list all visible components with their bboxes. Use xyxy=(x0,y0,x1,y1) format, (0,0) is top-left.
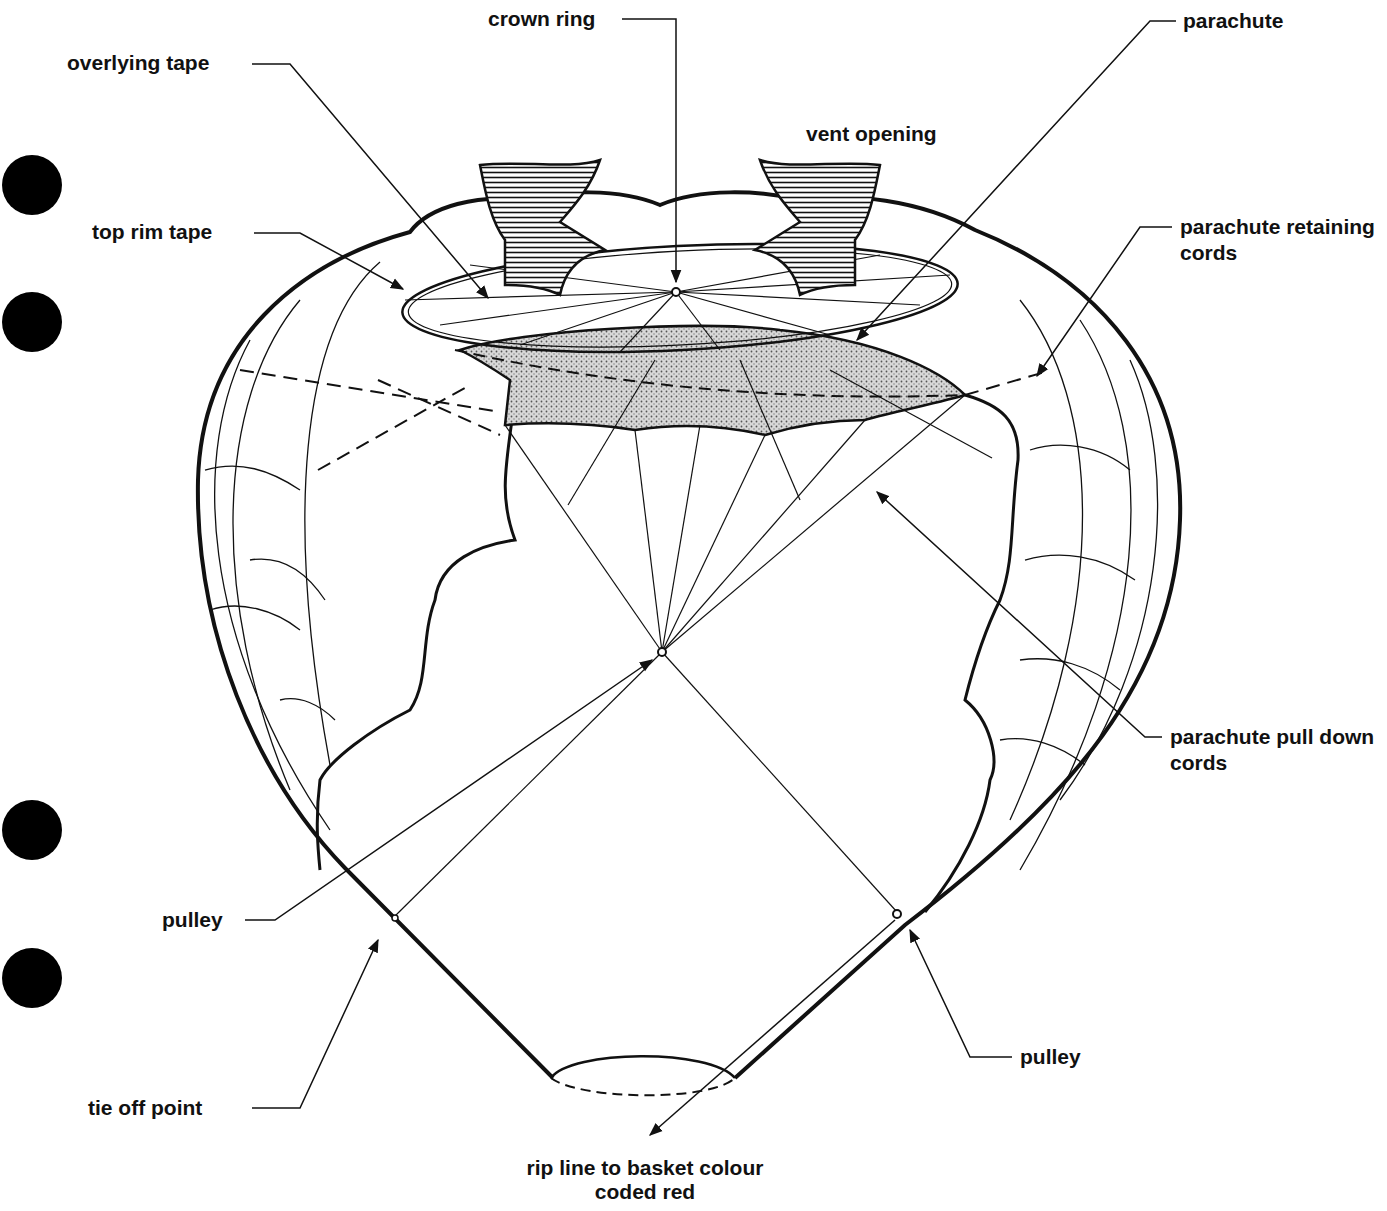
mouth-hidden xyxy=(551,1078,735,1095)
crown-ring xyxy=(672,288,680,296)
part-label: parachute pull down cords xyxy=(1170,724,1387,776)
pull-down-cords xyxy=(395,395,965,916)
part-label: parachute retaining cords xyxy=(1180,214,1387,266)
envelope-outline xyxy=(198,192,1180,1078)
vent-air-flaps xyxy=(480,160,880,295)
part-label: parachute xyxy=(1183,8,1283,34)
parachute-rim xyxy=(455,350,965,397)
part-label: crown ring xyxy=(488,6,595,32)
parachute-fabric xyxy=(460,326,965,435)
part-label: vent opening xyxy=(806,121,937,147)
punch-hole xyxy=(2,155,62,1008)
retaining-cords-inner xyxy=(568,360,992,505)
pulley-symbol xyxy=(658,648,666,656)
cutaway-edge xyxy=(317,355,1018,912)
retaining-cords xyxy=(240,370,1045,470)
part-label: overlying tape xyxy=(67,50,209,76)
pulley-symbol xyxy=(893,910,901,918)
part-label: rip line to basket colour coded red xyxy=(520,1156,770,1204)
part-label: top rim tape xyxy=(92,219,212,245)
top-rim-tape xyxy=(400,232,961,365)
rip-line xyxy=(650,920,895,1135)
mouth xyxy=(551,1056,735,1078)
gore-seams xyxy=(205,262,1158,870)
part-label: pulley xyxy=(162,907,223,933)
overlying-tapes xyxy=(405,255,950,352)
part-label: pulley xyxy=(1020,1044,1081,1070)
tie-off-symbol xyxy=(392,915,398,921)
part-label: tie off point xyxy=(88,1095,202,1121)
leader-lines xyxy=(245,19,1176,1108)
